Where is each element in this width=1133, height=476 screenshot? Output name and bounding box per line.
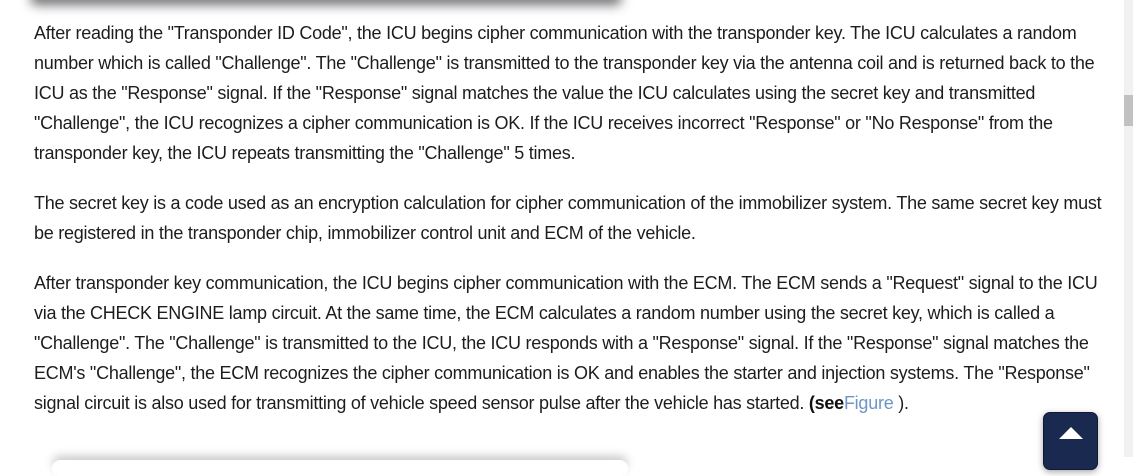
scrollbar-thumb[interactable] bbox=[1124, 95, 1133, 126]
ecm-paragraph-text-after: ). bbox=[893, 393, 909, 413]
bottom-element-shadow bbox=[52, 460, 628, 476]
paragraph-secret-key: The secret key is a code used as an encr… bbox=[34, 193, 1102, 243]
ecm-paragraph-text: After transponder key communication, the… bbox=[34, 273, 1098, 413]
arrow-up-icon bbox=[1058, 427, 1083, 439]
figure-link[interactable]: Figure bbox=[843, 393, 894, 413]
scroll-to-top-button[interactable] bbox=[1043, 412, 1098, 470]
paragraph-ecm-communication: After transponder key communication, the… bbox=[34, 268, 1110, 418]
paragraph-transponder-communication: After reading the "Transponder ID Code",… bbox=[34, 23, 1095, 163]
document-content: After reading the "Transponder ID Code",… bbox=[34, 18, 1110, 438]
vertical-scrollbar[interactable] bbox=[1124, 0, 1133, 457]
see-label: (see bbox=[808, 393, 844, 413]
document-page: After reading the "Transponder ID Code",… bbox=[34, 0, 1133, 470]
